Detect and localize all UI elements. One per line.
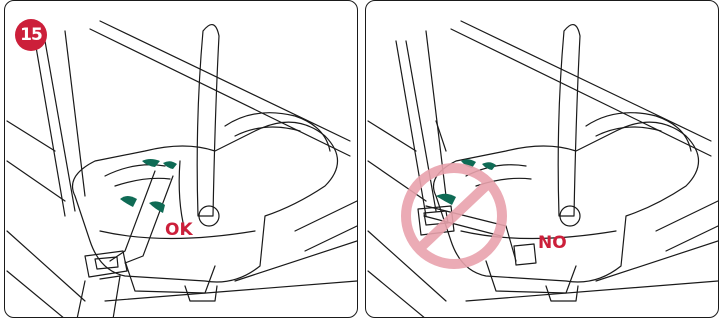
caption-ok: OK [165,220,193,240]
illustration-correct [5,1,358,318]
step-number-badge: 15 [15,19,47,51]
caption-no: NO [538,233,567,253]
panel-incorrect: NO [365,0,719,318]
panel-correct: 15 OK [4,0,358,318]
illustration-incorrect [366,1,719,318]
